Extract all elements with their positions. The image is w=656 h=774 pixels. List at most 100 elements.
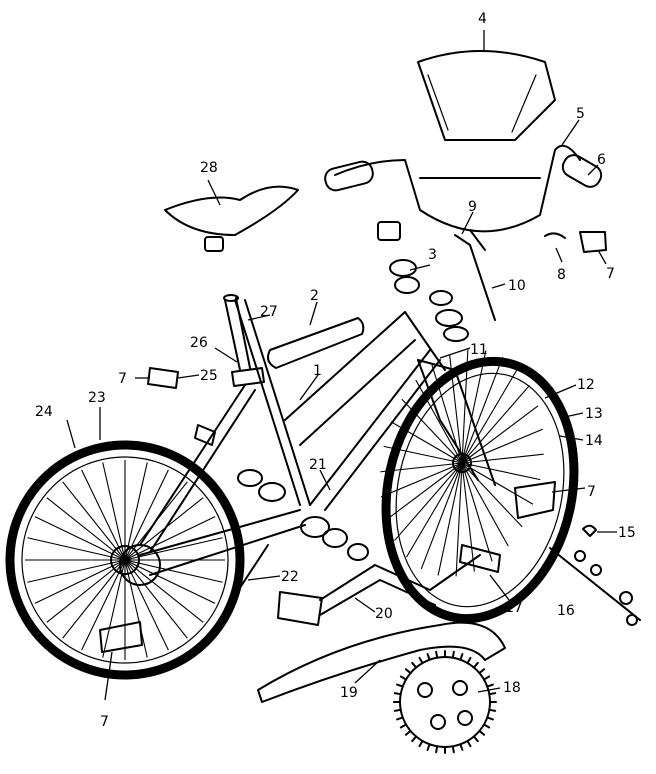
front-fork: [417, 359, 496, 486]
chainring-tooth: [451, 650, 455, 659]
spoke: [461, 462, 523, 528]
chainring-tooth: [466, 739, 472, 748]
frame: [139, 299, 446, 576]
front-wheel: [380, 349, 579, 624]
spoke: [406, 462, 463, 558]
callout-7-pedal: 7: [118, 371, 127, 387]
callout-16: 16: [557, 603, 575, 619]
callout-21: 21: [309, 457, 327, 473]
chainring-tooth: [435, 745, 439, 754]
spoke: [124, 559, 216, 604]
spoke: [420, 462, 463, 570]
chain-guard-body: [257, 621, 506, 703]
chainring-hole-1: [417, 682, 433, 698]
spoke: [455, 462, 463, 577]
callout-23: 23: [88, 390, 106, 406]
chainring-tooth: [393, 692, 402, 696]
seat-tube: [234, 299, 301, 506]
spoke: [124, 559, 148, 658]
spoke: [34, 516, 126, 561]
spoke: [394, 462, 463, 541]
top-tube: [284, 311, 406, 421]
chainring-tooth: [488, 708, 497, 712]
chainring-tooth: [404, 668, 412, 675]
callout-7-front-reflector: 7: [606, 266, 615, 282]
spoke: [390, 421, 463, 464]
rear-wheel: [5, 440, 245, 680]
callout-22: 22: [281, 569, 299, 585]
chainring-tooth: [482, 675, 491, 681]
seat-stay-2: [149, 389, 256, 553]
crank-arm-2: [319, 579, 436, 616]
kickstand-leg: [227, 544, 269, 613]
spoke: [124, 516, 216, 561]
chainring-tooth: [399, 723, 408, 729]
rear-bracket-body: [194, 424, 216, 446]
spoke: [461, 462, 541, 481]
chainring-tooth: [451, 745, 455, 754]
spoke: [461, 349, 469, 464]
stem-clamp: [469, 229, 486, 251]
chain-stay-2: [149, 524, 306, 576]
chainring-tooth: [393, 708, 402, 712]
spoke: [461, 405, 539, 464]
crank-arm: [319, 554, 481, 601]
spoke: [62, 481, 126, 561]
spoke: [124, 559, 188, 639]
spoke: [383, 445, 463, 464]
callout-8: 8: [557, 267, 566, 283]
spoke: [27, 559, 126, 583]
reflector-bracket: [544, 232, 566, 239]
seat-post-group: [223, 294, 265, 387]
right-pedal: [459, 544, 501, 573]
callout-25: 25: [200, 368, 218, 384]
callout-5: 5: [576, 106, 585, 122]
down-tube: [309, 349, 431, 506]
headset-parts: [377, 221, 469, 342]
saddle-seat: [164, 185, 299, 236]
spoke: [385, 462, 463, 521]
spoke: [461, 356, 504, 464]
seat-post: [224, 297, 251, 371]
chainring-tooth: [396, 683, 404, 688]
callout-7-front-wheel: 7: [587, 484, 596, 500]
chainring-tooth: [435, 650, 439, 659]
headset-nut: [377, 221, 401, 241]
kickstand: [227, 544, 269, 613]
callout-26: 26: [190, 335, 208, 351]
callout-4: 4: [478, 11, 487, 27]
pedals: [147, 367, 501, 626]
rear-rim: [21, 456, 229, 664]
chainring-tooth: [411, 735, 418, 743]
rear-spokes: [25, 460, 225, 660]
spoke: [124, 559, 204, 623]
spoke: [34, 559, 126, 604]
callout-6: 6: [597, 152, 606, 168]
callout-12: 12: [577, 377, 595, 393]
front-rim: [395, 372, 565, 608]
chainring-tooth: [418, 739, 424, 748]
callout-24: 24: [35, 404, 53, 420]
axle-nut-1: [574, 550, 586, 562]
spoke: [461, 368, 518, 464]
crank-assembly: [237, 469, 481, 616]
chainring-tooth: [426, 653, 431, 661]
basket-outline: [417, 50, 556, 141]
callout-9: 9: [468, 199, 477, 215]
down-tube-2: [324, 359, 441, 511]
spoke: [461, 462, 475, 572]
axle-cone: [619, 591, 633, 605]
chainring-tooth: [418, 656, 424, 665]
saddle: [164, 185, 299, 252]
headset-race: [429, 290, 453, 306]
chainring-hole-4: [457, 710, 473, 726]
callout-17: 17: [505, 600, 523, 616]
bb-cup-3: [347, 543, 369, 561]
callout-14: 14: [585, 433, 603, 449]
spoke: [124, 537, 223, 561]
chainring-tooth: [396, 716, 404, 721]
seat-clamp: [231, 367, 265, 387]
spoke: [461, 428, 544, 464]
crossbar-pad-body: [267, 317, 365, 369]
